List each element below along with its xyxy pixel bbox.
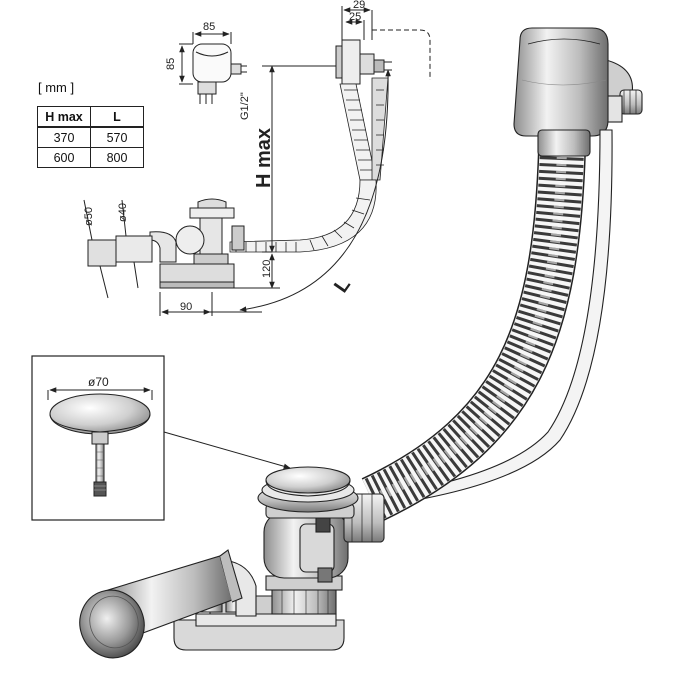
small-curved-hose: [229, 179, 377, 253]
spec-header-l: L: [90, 106, 144, 128]
spec-header-hmax: H max: [37, 106, 91, 128]
dim-length: L: [330, 274, 355, 297]
corrugated-hose: [361, 129, 591, 522]
dim-29: 29: [353, 0, 365, 11]
main-assembly: [79, 27, 643, 659]
spec-table: H max L 370 570 600 800: [37, 106, 144, 168]
waste-body: [79, 466, 385, 659]
detail-inset: [31, 355, 165, 521]
dim-85-side: 85: [165, 58, 177, 70]
detail-leader-arrow: [163, 431, 291, 469]
dimension-labels: 85 85 29 25 G1/2" H max ø50 ø40 120 90 L…: [83, 0, 365, 389]
spec-cell: 600: [37, 147, 91, 168]
overflow-head: [513, 27, 643, 137]
dim-diameter-40: ø40: [117, 203, 129, 222]
dim-cap-diameter: ø70: [88, 375, 109, 389]
spec-cell: 370: [37, 126, 91, 148]
units-label: [ mm ]: [38, 80, 75, 95]
dim-thread: G1/2": [239, 92, 251, 120]
dimension-drawing: [83, 6, 431, 316]
small-overflow-head: [192, 43, 247, 104]
spec-cell: 800: [90, 147, 144, 168]
dim-120: 120: [261, 260, 273, 278]
table-row: 600 800: [37, 147, 144, 168]
dim-85-top: 85: [203, 21, 215, 33]
dim-diameter-50: ø50: [83, 207, 95, 226]
dim-25: 25: [349, 11, 361, 23]
table-row: 370 570: [37, 126, 144, 148]
dim-90: 90: [180, 301, 192, 313]
spec-table-header-row: H max L: [37, 106, 144, 128]
small-waste-body: [87, 198, 245, 289]
small-overflow-body: [335, 29, 431, 85]
spec-cell: 570: [90, 126, 144, 148]
dim-h-max: H max: [253, 128, 275, 188]
